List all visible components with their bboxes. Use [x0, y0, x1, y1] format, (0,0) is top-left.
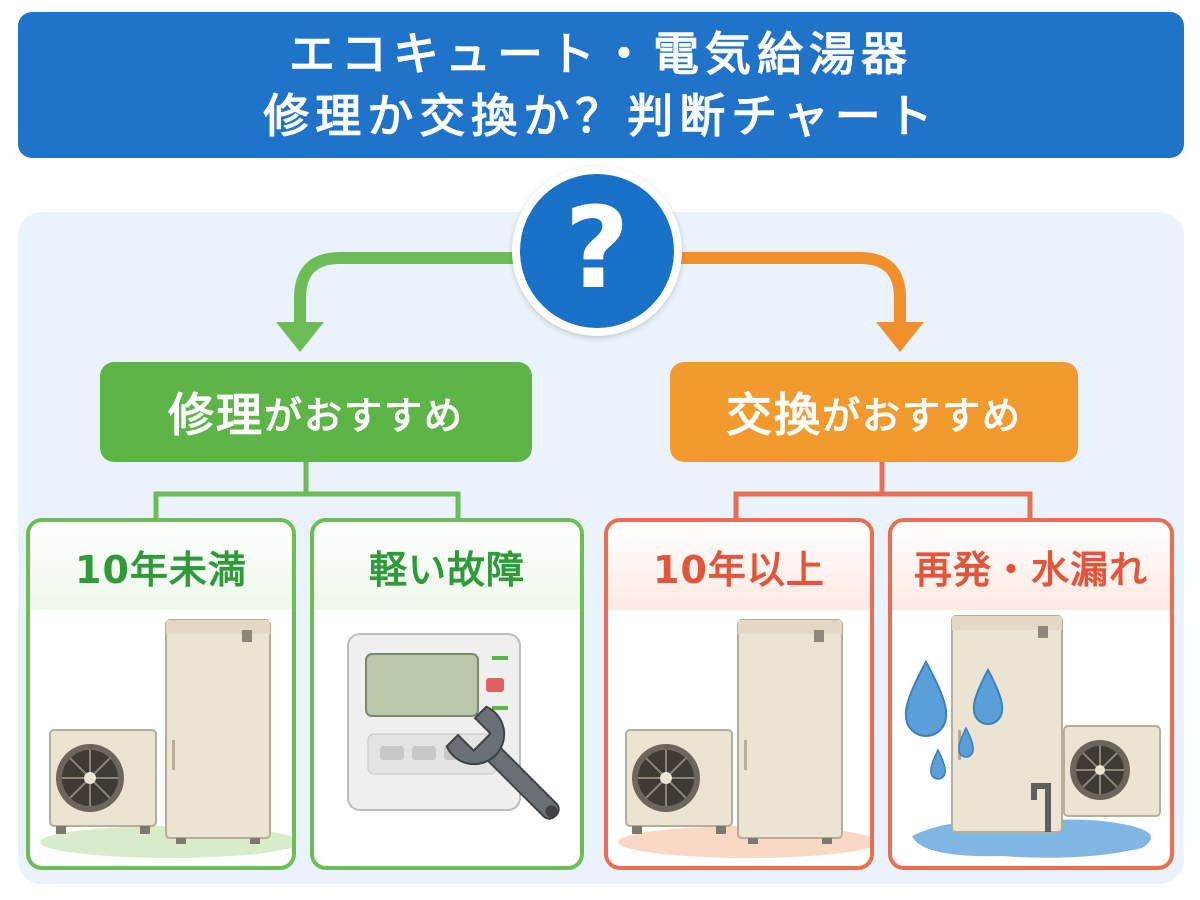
right-arrow-line — [674, 252, 906, 332]
left-arrow-head — [276, 322, 324, 352]
remote-controller-with-wrench-icon — [347, 633, 560, 820]
left-bracket — [153, 462, 461, 520]
question-mark-icon: ? — [564, 184, 630, 314]
card-label: 軽い故障 — [314, 522, 580, 610]
card-label: 再発・水漏れ — [892, 522, 1170, 610]
card-recurrence-leak: 再発・水漏れ — [888, 518, 1174, 870]
right-bracket — [733, 462, 1033, 520]
heat-pump-water-heater-icon — [40, 619, 292, 858]
leaking-water-heater-icon — [904, 615, 1161, 858]
card-under-10-years: 10年未満 — [26, 518, 296, 870]
heat-pump-water-heater-icon — [618, 619, 870, 858]
replace-recommendation: 交換がおすすめ — [670, 362, 1078, 462]
repair-recommendation: 修理がおすすめ — [100, 362, 532, 462]
repair-label-rest: がおすすめ — [263, 393, 464, 438]
replace-label-rest: がおすすめ — [821, 393, 1022, 438]
right-arrow-head — [876, 322, 924, 352]
title-line-1: エコキュート・電気給湯器 — [289, 27, 913, 81]
left-arrow-line — [294, 252, 526, 332]
card-label: 10年以上 — [608, 522, 870, 610]
card-label: 10年未満 — [30, 522, 292, 610]
title-line-2: 修理か交換か？判断チャート — [263, 89, 939, 143]
card-over-10-years: 10年以上 — [604, 518, 874, 870]
card-light-fault: 軽い故障 — [310, 518, 584, 870]
title-banner: エコキュート・電気給湯器 修理か交換か？判断チャート — [18, 12, 1184, 158]
replace-label-strong: 交換 — [725, 388, 822, 442]
question-circle: ? — [512, 166, 682, 336]
repair-label-strong: 修理 — [167, 388, 264, 442]
